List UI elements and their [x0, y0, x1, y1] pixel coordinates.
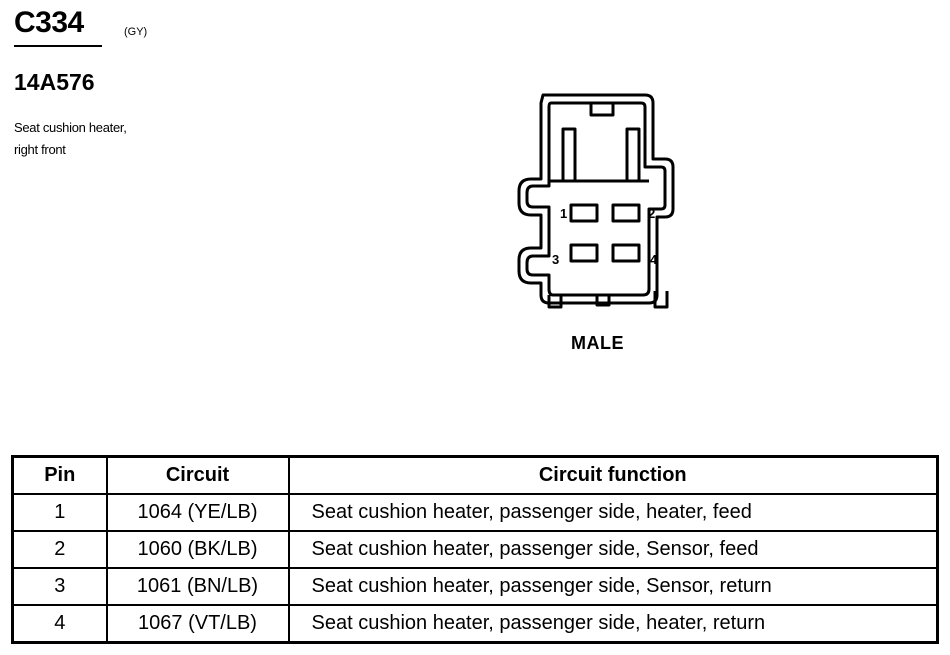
table-row: 1 1064 (YE/LB) Seat cushion heater, pass…: [11, 493, 939, 532]
cell-pin: 4: [11, 604, 108, 644]
cell-pin: 3: [11, 567, 108, 606]
connector-id-underline: [14, 45, 102, 47]
connector-latch: [589, 101, 615, 117]
connector-id: C334: [14, 6, 84, 39]
header-pin: Pin: [11, 455, 108, 495]
description-line-2: right front: [14, 142, 66, 157]
connector-lock-arm-left: [561, 127, 577, 181]
cell-circuit: 1060 (BK/LB): [105, 530, 290, 569]
cell-circuit: 1061 (BN/LB): [105, 567, 290, 606]
table-header-row: Pin Circuit Circuit function: [11, 455, 939, 495]
pin-label-2: 2: [648, 206, 656, 221]
pin-cavity-1: [569, 203, 599, 223]
cell-circuit-function: Seat cushion heater, passenger side, Sen…: [287, 567, 939, 606]
pinout-table: Pin Circuit Circuit function 1 1064 (YE/…: [11, 455, 939, 644]
cell-pin: 2: [11, 530, 108, 569]
connector-lock-arm-right: [625, 127, 641, 181]
pin-label-3: 3: [552, 252, 560, 267]
description-line-1: Seat cushion heater,: [14, 120, 127, 135]
cell-pin: 1: [11, 493, 108, 532]
part-number: 14A576: [14, 69, 95, 95]
pin-cavity-2: [611, 203, 641, 223]
connector-outer-shell: [517, 93, 675, 305]
connector-color: (GY): [124, 26, 148, 38]
connector-inner-shell: [525, 101, 667, 297]
table-row: 4 1067 (VT/LB) Seat cushion heater, pass…: [11, 604, 939, 644]
pin-label-1: 1: [560, 206, 568, 221]
connector-gender: MALE: [571, 333, 624, 353]
connector-face-drawing: [517, 93, 675, 309]
cell-circuit: 1067 (VT/LB): [105, 604, 290, 644]
cell-circuit: 1064 (YE/LB): [105, 493, 290, 532]
connector-bottom-tab-center: [595, 295, 611, 307]
cell-circuit-function: Seat cushion heater, passenger side, hea…: [287, 604, 939, 644]
header-circuit-function: Circuit function: [287, 455, 939, 495]
pin-label-4: 4: [650, 252, 658, 267]
connector-bottom-tab-right: [653, 291, 669, 309]
header-circuit: Circuit: [105, 455, 290, 495]
cell-circuit-function: Seat cushion heater, passenger side, hea…: [287, 493, 939, 532]
cell-circuit-function: Seat cushion heater, passenger side, Sen…: [287, 530, 939, 569]
pin-cavity-4: [611, 243, 641, 263]
table-row: 3 1061 (BN/LB) Seat cushion heater, pass…: [11, 567, 939, 606]
table-row: 2 1060 (BK/LB) Seat cushion heater, pass…: [11, 530, 939, 569]
pin-cavity-3: [569, 243, 599, 263]
connector-bottom-tab-left: [547, 295, 563, 309]
